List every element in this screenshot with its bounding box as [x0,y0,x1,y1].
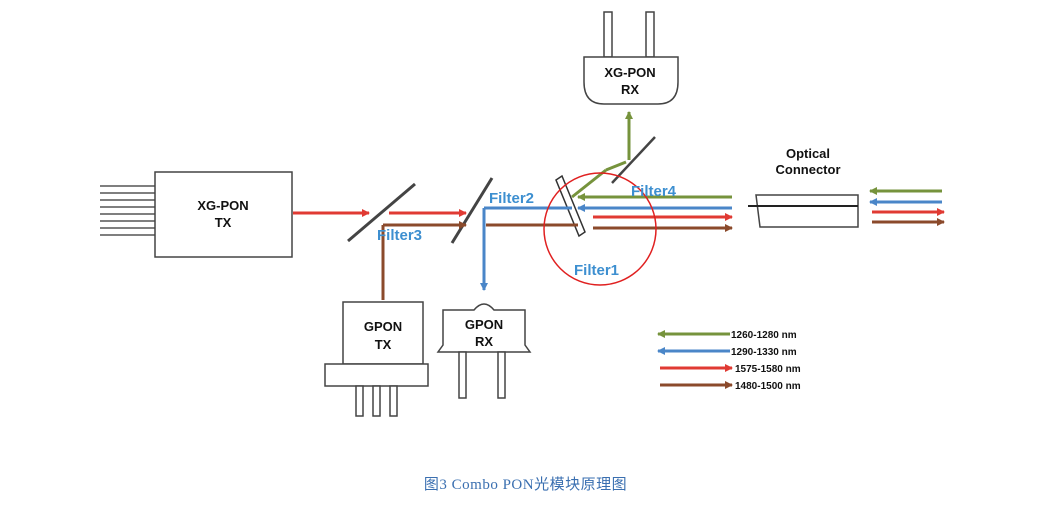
xgpon-tx-label-1: XG-PON [197,198,248,213]
legend-label-red: 1575-1580 nm [735,364,801,375]
legend: 1260-1280 nm 1290-1330 nm 1575-1580 nm 1… [657,330,801,392]
xgpon-tx-label-2: TX [215,215,232,230]
filter1-label: Filter1 [574,262,619,279]
gpon-rx-label-1: GPON [465,317,503,332]
filter2-label: Filter2 [489,190,534,207]
filter2-mirror [450,177,494,244]
filter3-label: Filter3 [377,227,422,244]
filter4-mirror [611,136,656,184]
figure-caption: 图3 Combo PON光模块原理图 [423,477,628,493]
gpon-tx-label-2: TX [375,337,392,352]
xgpon-tx-module: XG-PON TX [100,171,293,258]
connector-label-2: Connector [776,162,841,177]
legend-label-blue: 1290-1330 nm [731,347,797,358]
legend-label-green: 1260-1280 nm [731,330,797,341]
gpon-tx-label-1: GPON [364,319,402,334]
legend-label-brown: 1480-1500 nm [735,381,801,392]
filter3-mirror [347,182,416,243]
xgpon-rx-label-1: XG-PON [604,65,655,80]
gpon-tx-module: GPON TX [324,301,429,417]
xgpon-rx-label-2: RX [621,82,639,97]
gpon-rx-label-2: RX [475,334,493,349]
filter1-highlight-circle [543,172,657,286]
xgpon-rx-module: XG-PON RX [583,11,679,105]
optical-connector: Optical Connector [748,146,859,228]
filter1-mirror [555,174,586,238]
beams [293,111,945,300]
filter4-label: Filter4 [631,183,677,200]
connector-label-1: Optical [786,146,830,161]
filters [347,136,656,244]
gpon-rx-module: GPON RX [436,303,532,399]
